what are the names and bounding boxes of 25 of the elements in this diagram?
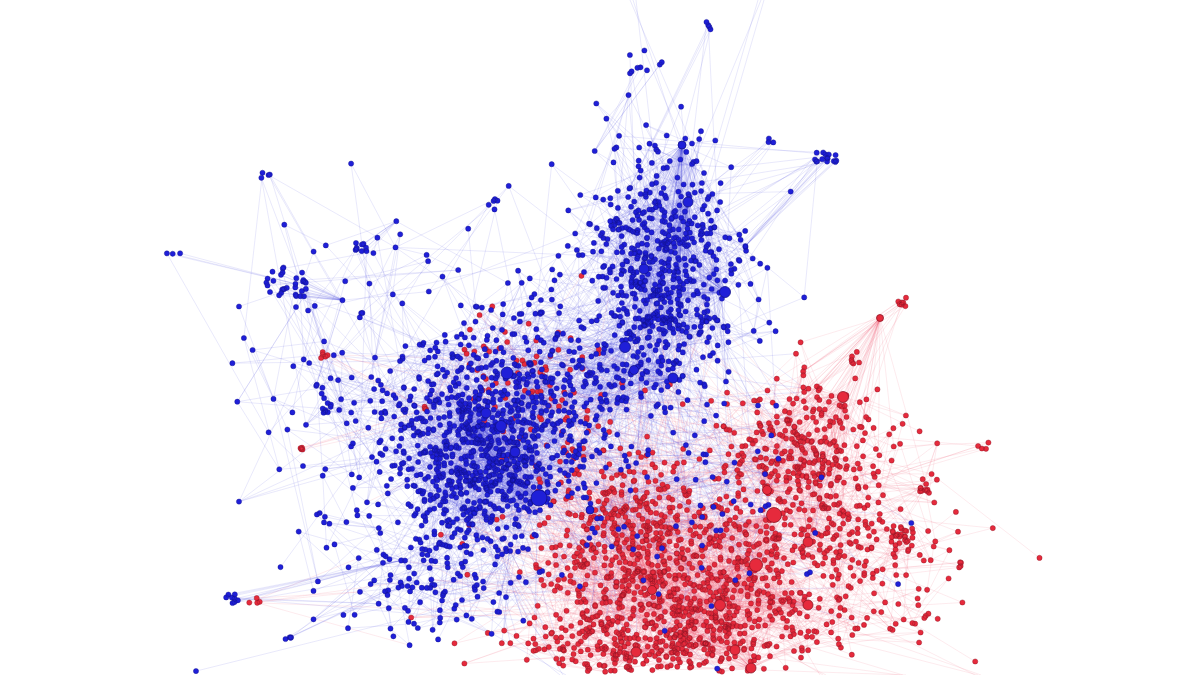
hub-node-circle [749,558,763,572]
hub-node-circle [530,489,548,507]
hub-node-circle [667,372,679,384]
hub-node-circle [682,196,694,208]
hub-node-circle [729,644,741,656]
hub-node-circle [802,599,814,611]
hub-node-circle [837,391,849,403]
hub-node-circle [677,140,687,150]
hub-node-circle [480,407,492,419]
hub-node-circle [500,366,514,380]
hub-node-circle [509,446,521,458]
hub-node-circle [585,505,595,515]
hub-node-circle [638,263,650,275]
hub-node-circle [629,365,639,375]
hub-node-circle [647,585,657,595]
hub-node-circle [766,507,782,523]
hub-node-circle [802,536,814,548]
hub-node-circle [745,662,757,674]
hub-node-circle [876,314,884,322]
hub-node-circle [495,420,507,432]
hub-node-circle [762,485,772,495]
hub-node-circle [714,599,726,611]
hub-node-circle [630,646,642,658]
hub-node-circle [619,341,631,353]
hub-node-circle [719,286,731,298]
